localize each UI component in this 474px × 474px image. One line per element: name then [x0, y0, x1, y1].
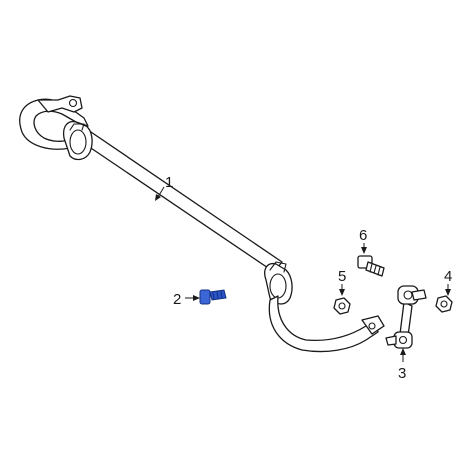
callout-6: 6 — [359, 227, 367, 254]
callout-3: 3 — [398, 348, 406, 382]
callout-4: 4 — [444, 268, 452, 296]
callout-2-label: 2 — [173, 291, 181, 308]
callout-2: 2 — [173, 291, 200, 308]
callout-5-label: 5 — [338, 268, 346, 285]
stabilizer-link[interactable] — [385, 285, 427, 349]
callout-5: 5 — [338, 268, 346, 296]
nut-part-4[interactable] — [435, 295, 453, 313]
stabilizer-bar[interactable] — [19, 95, 385, 353]
callout-6-label: 6 — [359, 227, 367, 244]
nut-part-5[interactable] — [333, 297, 351, 315]
bolt-part-2[interactable] — [199, 289, 227, 305]
callout-4-label: 4 — [444, 268, 452, 285]
callout-3-label: 3 — [398, 365, 406, 382]
callout-1-label: 1 — [165, 174, 173, 191]
callout-1: 1 — [155, 174, 173, 201]
bolt-part-6[interactable] — [357, 255, 385, 277]
